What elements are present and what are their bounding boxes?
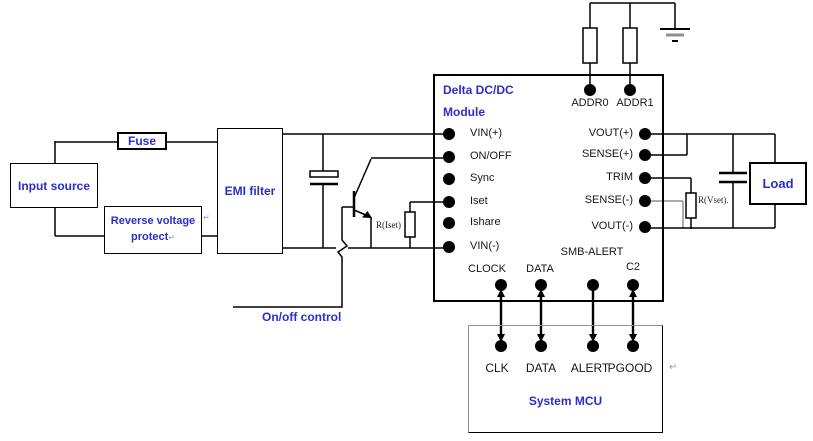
reverse-protect-label-line2: protect bbox=[131, 231, 169, 243]
pin-sync: Sync bbox=[470, 172, 495, 184]
reverse-protect-block: Reverse voltage protect↵ bbox=[104, 206, 202, 254]
output-capacitor bbox=[719, 134, 747, 228]
emi-filter-block: EMI filter bbox=[217, 128, 283, 254]
mcu-pin-pgood: PGOOD bbox=[607, 361, 653, 375]
system-mcu-label: System MCU bbox=[528, 394, 603, 408]
system-mcu-block bbox=[468, 325, 663, 433]
module-title-line1: Delta DC/DC bbox=[443, 83, 514, 97]
pin-clock: CLOCK bbox=[468, 263, 506, 275]
pin-vout-plus: VOUT(+) bbox=[588, 127, 633, 139]
pin-vout-minus: VOUT(-) bbox=[591, 220, 633, 232]
onoff-control-label: On/off control bbox=[262, 310, 342, 324]
addr0-resistor bbox=[582, 27, 598, 64]
pin-iset: Iset bbox=[470, 195, 488, 207]
r-iset-resistor bbox=[404, 211, 416, 238]
return-mark-icon: ↵ bbox=[203, 213, 210, 222]
pin-onoff: ON/OFF bbox=[470, 150, 512, 162]
pin-vin-plus: VIN(+) bbox=[470, 127, 503, 139]
fuse-block: Fuse bbox=[117, 132, 167, 150]
load-block: Load bbox=[749, 162, 807, 205]
wires bbox=[54, 2, 776, 308]
input-capacitor-plate bbox=[309, 170, 339, 178]
pin-c2: C2 bbox=[625, 261, 641, 273]
emi-filter-label: EMI filter bbox=[224, 184, 276, 198]
r-vset-label: R(Vset). bbox=[698, 195, 729, 205]
pin-sense-plus: SENSE(+) bbox=[581, 148, 633, 160]
mcu-pin-data: DATA bbox=[525, 361, 557, 375]
r-vset-resistor bbox=[685, 192, 697, 219]
module-title-line2: Module bbox=[443, 105, 485, 119]
transistor bbox=[342, 158, 372, 248]
pin-addr0: ADDR0 bbox=[571, 97, 609, 109]
pin-smb-alert: SMB-ALERT bbox=[560, 246, 624, 258]
reverse-protect-label-line1: Reverse voltage bbox=[110, 215, 196, 227]
addr1-resistor bbox=[622, 27, 638, 64]
ground-icon bbox=[660, 3, 690, 42]
pin-dots bbox=[443, 84, 651, 352]
pin-ishare: Ishare bbox=[470, 216, 501, 228]
pin-addr1: ADDR1 bbox=[616, 97, 654, 109]
pin-vin-minus: VIN(-) bbox=[470, 240, 500, 252]
input-source-block: Input source bbox=[10, 163, 98, 208]
return-mark-icon: ↵ bbox=[168, 233, 175, 242]
dcdc-module-block bbox=[433, 74, 664, 302]
return-mark-icon: ↵ bbox=[669, 362, 678, 373]
load-label: Load bbox=[762, 176, 794, 191]
input-source-label: Input source bbox=[17, 178, 90, 193]
pin-trim: TRIM bbox=[606, 171, 633, 183]
mcu-pin-clk: CLK bbox=[485, 361, 509, 375]
r-iset-label: R(Iset) bbox=[376, 220, 401, 230]
pin-data: DATA bbox=[526, 263, 554, 275]
pin-sense-minus: SENSE(-) bbox=[584, 194, 633, 206]
fuse-label: Fuse bbox=[127, 134, 156, 148]
mcu-pin-alert: ALERT bbox=[570, 361, 610, 375]
